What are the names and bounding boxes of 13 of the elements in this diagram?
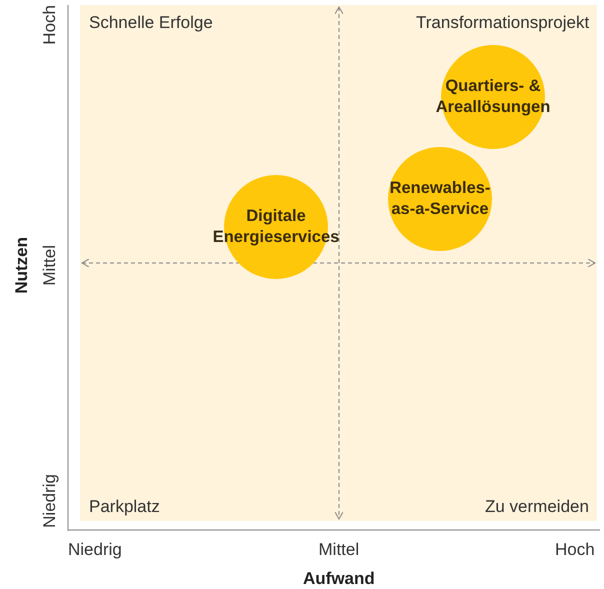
axis-tick-label: Hoch	[40, 5, 60, 45]
axis-title: Nutzen	[12, 236, 32, 294]
axis-title: Aufwand	[303, 569, 375, 589]
quadrant-label: Schnelle Erfolge	[89, 13, 213, 33]
axis-tick-label: Niedrig	[40, 474, 60, 528]
quadrant-label: Zu vermeiden	[485, 497, 589, 517]
quadrant-label: Parkplatz	[89, 497, 160, 517]
axis-tick-label: Hoch	[555, 540, 595, 560]
quadrant-label: Transformationsprojekt	[416, 13, 590, 33]
axis-tick-label: Mittel	[40, 244, 60, 286]
bubble-label: Renewables-as-a-Service	[388, 178, 492, 220]
axis-tick-label: Niedrig	[68, 540, 122, 560]
axis-tick-label: Mittel	[318, 540, 360, 560]
